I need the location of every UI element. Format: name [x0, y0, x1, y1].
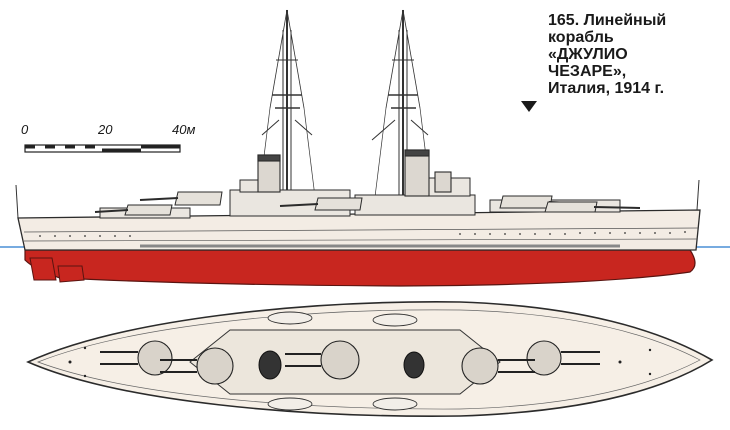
rudder: [29, 257, 57, 281]
scale-bar: [24, 144, 181, 153]
hull-red-bottom: [24, 249, 696, 287]
fore-funnel-top: [258, 350, 282, 380]
hull-side-profile: [15, 179, 701, 287]
turrets-plan: [137, 340, 562, 385]
portholes: [39, 231, 686, 237]
scale-label-20: 20: [98, 122, 113, 137]
triangle-marker-icon: [521, 101, 537, 112]
propeller: [57, 265, 85, 283]
caption-line-4: ЧЕЗАРЕ»,: [548, 63, 627, 80]
turrets-side: [94, 191, 641, 216]
scale-label-0: 0: [21, 122, 29, 137]
scale-label-40: 40м: [172, 122, 196, 137]
aft-funnel: [404, 149, 430, 197]
ship-caption: 165. Линейный корабль «ДЖУЛИО ЧЕЗАРЕ», И…: [548, 12, 726, 97]
aft-funnel-top: [403, 351, 425, 379]
caption-line-3: «ДЖУЛИО: [548, 46, 628, 63]
caption-line-2: корабль: [548, 29, 614, 46]
funnels: [257, 149, 452, 197]
caption-line-1: 165. Линейный: [548, 12, 667, 29]
deck-plan-view: [26, 301, 714, 417]
caption-line-5: Италия, 1914 г.: [548, 80, 665, 97]
